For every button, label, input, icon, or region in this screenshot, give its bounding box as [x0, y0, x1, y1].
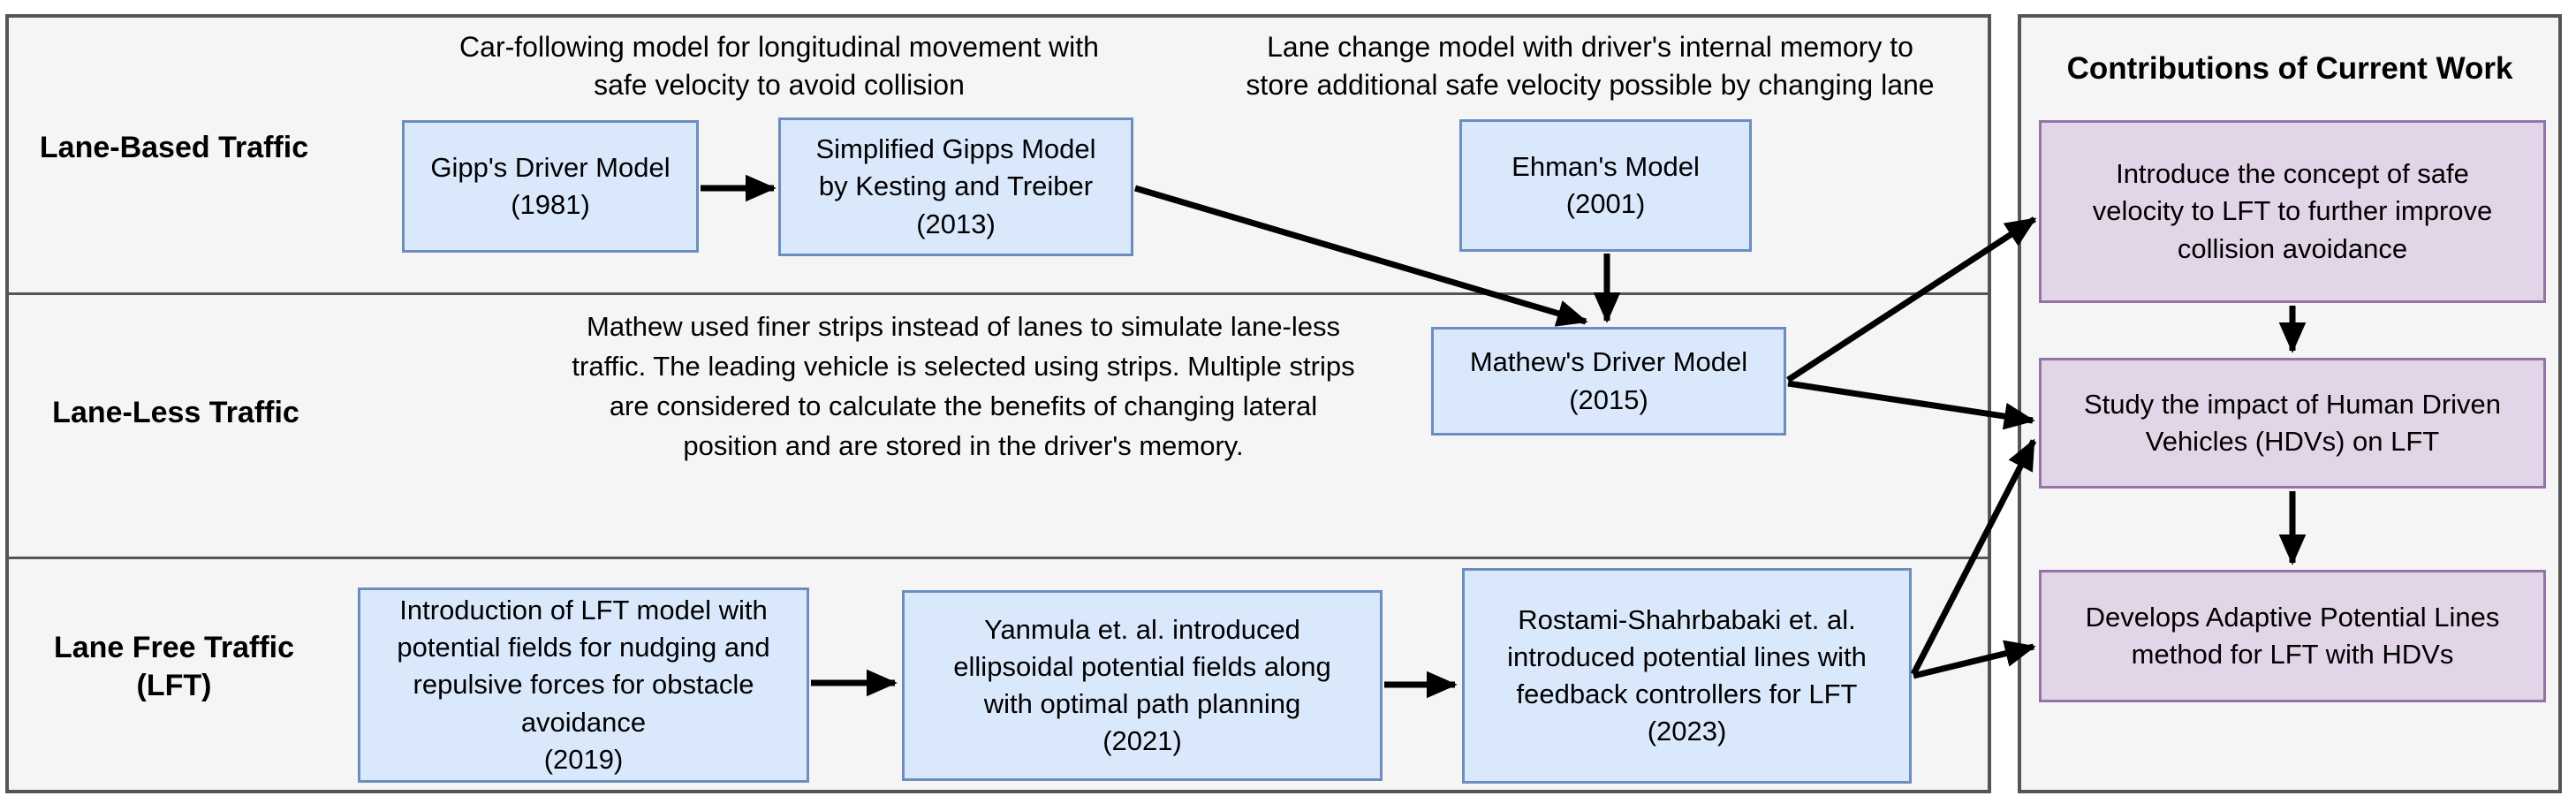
node-gipps-driver-model: Gipp's Driver Model (1981) [402, 120, 699, 253]
row-divider-2 [9, 557, 1988, 559]
caption-lane-change-model: Lane change model with driver's internal… [1246, 31, 1935, 101]
node-lft-2023: Rostami-Shahrbabaki et. al. introduced p… [1462, 568, 1912, 784]
description-lane-less-traffic: Mathew used finer strips instead of lane… [572, 311, 1355, 461]
node-contribution-safe-velocity: Introduce the concept of safe velocity t… [2039, 120, 2546, 303]
row-label-lane-less-traffic: Lane-Less Traffic [52, 396, 299, 429]
node-lft-2021: Yanmula et. al. introduced ellipsoidal p… [902, 590, 1383, 781]
node-contribution-hdv-impact: Study the impact of Human Driven Vehicle… [2039, 358, 2546, 489]
row-divider-1 [9, 292, 1988, 295]
node-lft-2019: Introduction of LFT model with potential… [358, 587, 809, 783]
row-label-lane-free-traffic: Lane Free Traffic (LFT) [53, 631, 295, 702]
row-label-lane-based-traffic: Lane-Based Traffic [39, 131, 309, 164]
node-contribution-adaptive-potential-lines: Develops Adaptive Potential Lines method… [2039, 570, 2546, 702]
node-simplified-gipps-model: Simplified Gipps Model by Kesting and Tr… [778, 117, 1133, 256]
node-mathews-driver-model: Mathew's Driver Model (2015) [1431, 327, 1786, 436]
caption-car-following-model: Car-following model for longitudinal mov… [459, 31, 1099, 101]
node-ehmans-model: Ehman's Model (2001) [1459, 119, 1752, 252]
contributions-title: Contributions of Current Work [2066, 51, 2513, 86]
